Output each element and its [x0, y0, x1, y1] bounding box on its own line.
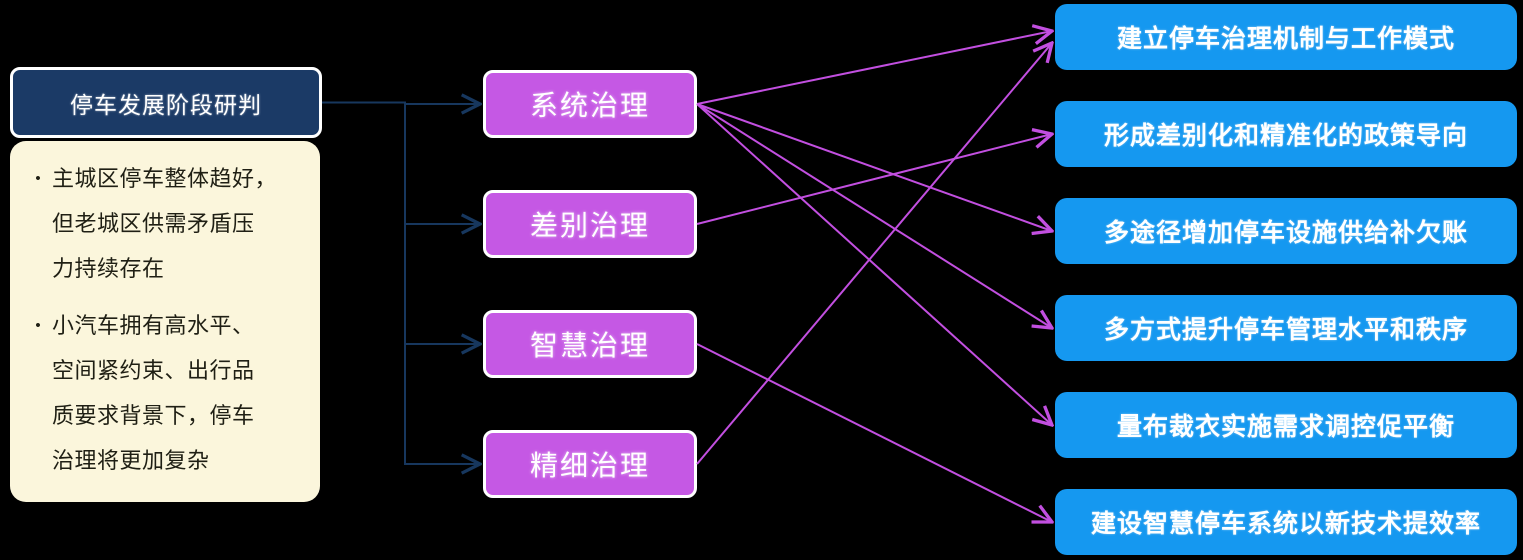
- edge-root-m1: [322, 101, 480, 225]
- strategy-label: 差别治理: [529, 210, 650, 241]
- measure-label: 量布裁衣实施需求调控促平衡: [1116, 413, 1455, 441]
- edge-m3-r0: [696, 43, 1052, 465]
- strategy-label: 系统治理: [529, 90, 650, 121]
- strategy-box-refined: 精细治理: [483, 430, 697, 498]
- measure-box-management: 多方式提升停车管理水平和秩序: [1055, 295, 1517, 361]
- measure-box-policy: 形成差别化和精准化的政策导向: [1055, 101, 1517, 167]
- edge-root-m2: [322, 101, 480, 345]
- edge-m0-r3: [696, 103, 1052, 328]
- stage-title-label: 停车发展阶段研判: [70, 91, 262, 118]
- bullet-dot: •: [35, 317, 41, 334]
- note-item: • 小汽车拥有高水平、 空间紧约束、出行品 质要求背景下，停车 治理将更加复杂: [24, 303, 308, 483]
- measure-box-mechanism: 建立停车治理机制与工作模式: [1055, 4, 1517, 70]
- edge-root-m0: [322, 103, 480, 105]
- edge-m2-r5: [696, 343, 1052, 522]
- context-notes-panel: • 主城区停车整体趋好， 但老城区供需矛盾压 力持续存在 • 小汽车拥有高水平、…: [10, 141, 320, 502]
- strategy-box-smart: 智慧治理: [483, 310, 697, 378]
- note-text: 主城区停车整体趋好， 但老城区供需矛盾压 力持续存在: [52, 166, 278, 281]
- measure-box-smart-system: 建设智慧停车系统以新技术提效率: [1055, 489, 1517, 555]
- strategy-box-system: 系统治理: [483, 70, 697, 138]
- measure-box-supply: 多途径增加停车设施供给补欠账: [1055, 198, 1517, 264]
- measure-box-demand-control: 量布裁衣实施需求调控促平衡: [1055, 392, 1517, 458]
- measure-label: 建设智慧停车系统以新技术提效率: [1090, 510, 1481, 538]
- measure-label: 多途径增加停车设施供给补欠账: [1103, 219, 1468, 247]
- edge-m0-r4: [696, 103, 1052, 425]
- stage-title-box: 停车发展阶段研判: [10, 67, 322, 138]
- measure-label: 形成差别化和精准化的政策导向: [1103, 122, 1468, 150]
- measure-label: 建立停车治理机制与工作模式: [1116, 25, 1455, 53]
- strategy-box-differential: 差别治理: [483, 190, 697, 258]
- edge-m1-r1: [696, 134, 1052, 225]
- strategy-label: 精细治理: [529, 450, 650, 481]
- edge-root-m3: [322, 101, 480, 465]
- edge-m0-r0: [696, 31, 1052, 105]
- strategy-label: 智慧治理: [529, 330, 650, 361]
- measure-label: 多方式提升停车管理水平和秩序: [1103, 316, 1468, 344]
- edge-m0-r2: [696, 103, 1052, 231]
- bullet-dot: •: [35, 170, 41, 187]
- note-text: 小汽车拥有高水平、 空间紧约束、出行品 质要求背景下，停车 治理将更加复杂: [52, 313, 255, 473]
- note-item: • 主城区停车整体趋好， 但老城区供需矛盾压 力持续存在: [24, 156, 308, 291]
